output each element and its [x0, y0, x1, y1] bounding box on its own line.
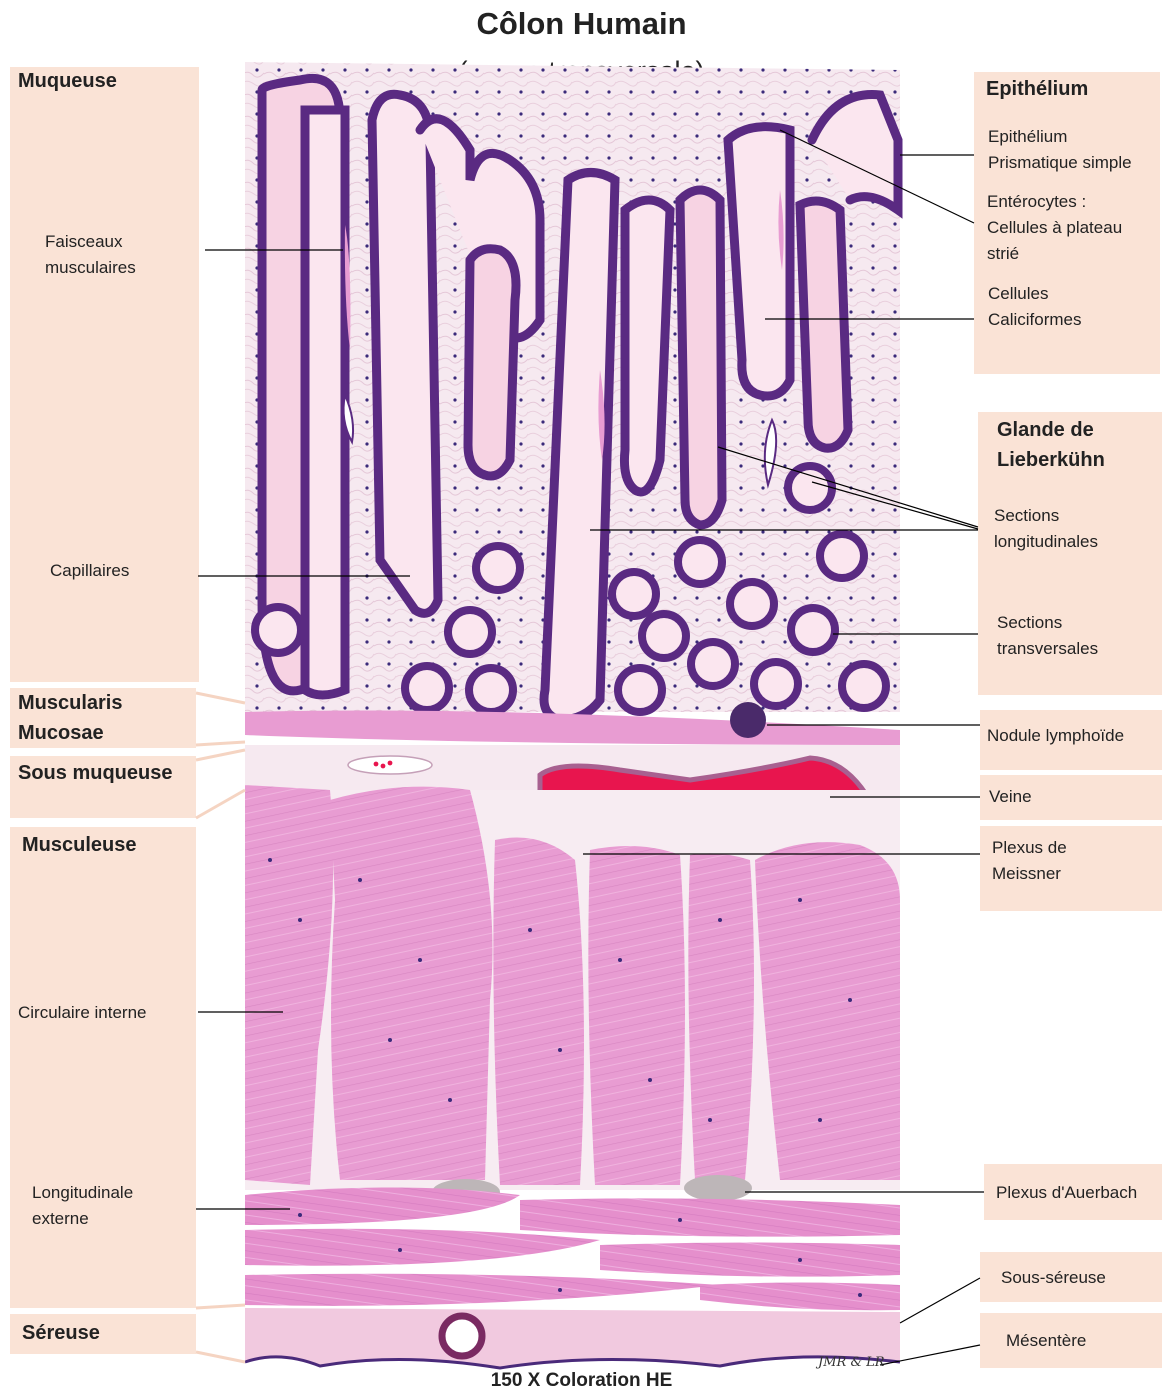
- label-longitudinale: Longitudinale externe: [32, 1180, 133, 1232]
- label-faisceaux-line1: Faisceaux: [45, 229, 136, 255]
- label-auerbach: Plexus d'Auerbach: [996, 1180, 1137, 1206]
- label-sereuse: Séreuse: [22, 1318, 100, 1348]
- label-muscularis: Muscularis Mucosae: [18, 688, 122, 748]
- label-epi-prismatique-line2: Prismatique simple: [988, 150, 1132, 176]
- label-sections-long-line2: longitudinales: [994, 529, 1098, 555]
- label-enterocytes: Entérocytes : Cellules à plateau strié: [987, 189, 1122, 267]
- serosa-vessel: [442, 1316, 482, 1356]
- label-caliciformes-line2: Caliciformes: [988, 307, 1082, 333]
- label-veine: Veine: [989, 784, 1032, 810]
- label-faisceaux-line2: musculaires: [45, 255, 136, 281]
- label-glande: Glande de Lieberkühn: [997, 415, 1105, 475]
- magnification-caption: 150 X Coloration HE: [0, 1370, 1163, 1392]
- dashed-connectors-left: [196, 693, 245, 1362]
- label-sections-trans-line2: transversales: [997, 636, 1098, 662]
- label-sections-trans: Sections transversales: [997, 610, 1098, 662]
- label-glande-line2: Lieberkühn: [997, 445, 1105, 475]
- label-caliciformes: Cellules Caliciformes: [988, 281, 1082, 333]
- label-glande-line1: Glande de: [997, 415, 1105, 445]
- muscularis-mucosae: [245, 710, 900, 745]
- label-sections-long: Sections longitudinales: [994, 503, 1098, 555]
- label-muqueuse: Muqueuse: [18, 66, 117, 96]
- label-epi-prismatique: Epithélium Prismatique simple: [988, 124, 1132, 176]
- label-enterocytes-line3: strié: [987, 241, 1122, 267]
- label-caliciformes-line1: Cellules: [988, 281, 1082, 307]
- label-mesentere: Mésentère: [1006, 1328, 1086, 1354]
- label-sections-long-line1: Sections: [994, 503, 1098, 529]
- longitudinal-muscle-layer: [245, 1188, 900, 1311]
- label-nodule: Nodule lymphoïde: [987, 723, 1124, 749]
- label-faisceaux: Faisceaux musculaires: [45, 229, 136, 281]
- label-epi-prismatique-line1: Epithélium: [988, 124, 1132, 150]
- label-sous-muqueuse: Sous muqueuse: [18, 758, 172, 788]
- label-epithelium: Epithélium: [986, 74, 1088, 104]
- label-sections-trans-line1: Sections: [997, 610, 1098, 636]
- label-musculeuse: Musculeuse: [22, 830, 136, 860]
- label-enterocytes-line1: Entérocytes :: [987, 189, 1122, 215]
- label-muscularis-line2: Mucosae: [18, 718, 122, 748]
- label-sous-sereuse: Sous-séreuse: [1001, 1265, 1106, 1291]
- label-muscularis-line1: Muscularis: [18, 688, 122, 718]
- signature: JMR & LR: [815, 1355, 885, 1370]
- label-capillaires: Capillaires: [50, 558, 129, 584]
- label-meissner: Plexus de Meissner: [992, 835, 1067, 887]
- label-longitudinale-line2: externe: [32, 1206, 133, 1232]
- label-longitudinale-line1: Longitudinale: [32, 1180, 133, 1206]
- lymphoid-nodule: [730, 702, 766, 738]
- label-meissner-line2: Meissner: [992, 861, 1067, 887]
- auerbach-plexus-2: [684, 1175, 752, 1201]
- label-enterocytes-line2: Cellules à plateau: [987, 215, 1122, 241]
- label-circulaire: Circulaire interne: [18, 1000, 147, 1026]
- label-meissner-line1: Plexus de: [992, 835, 1067, 861]
